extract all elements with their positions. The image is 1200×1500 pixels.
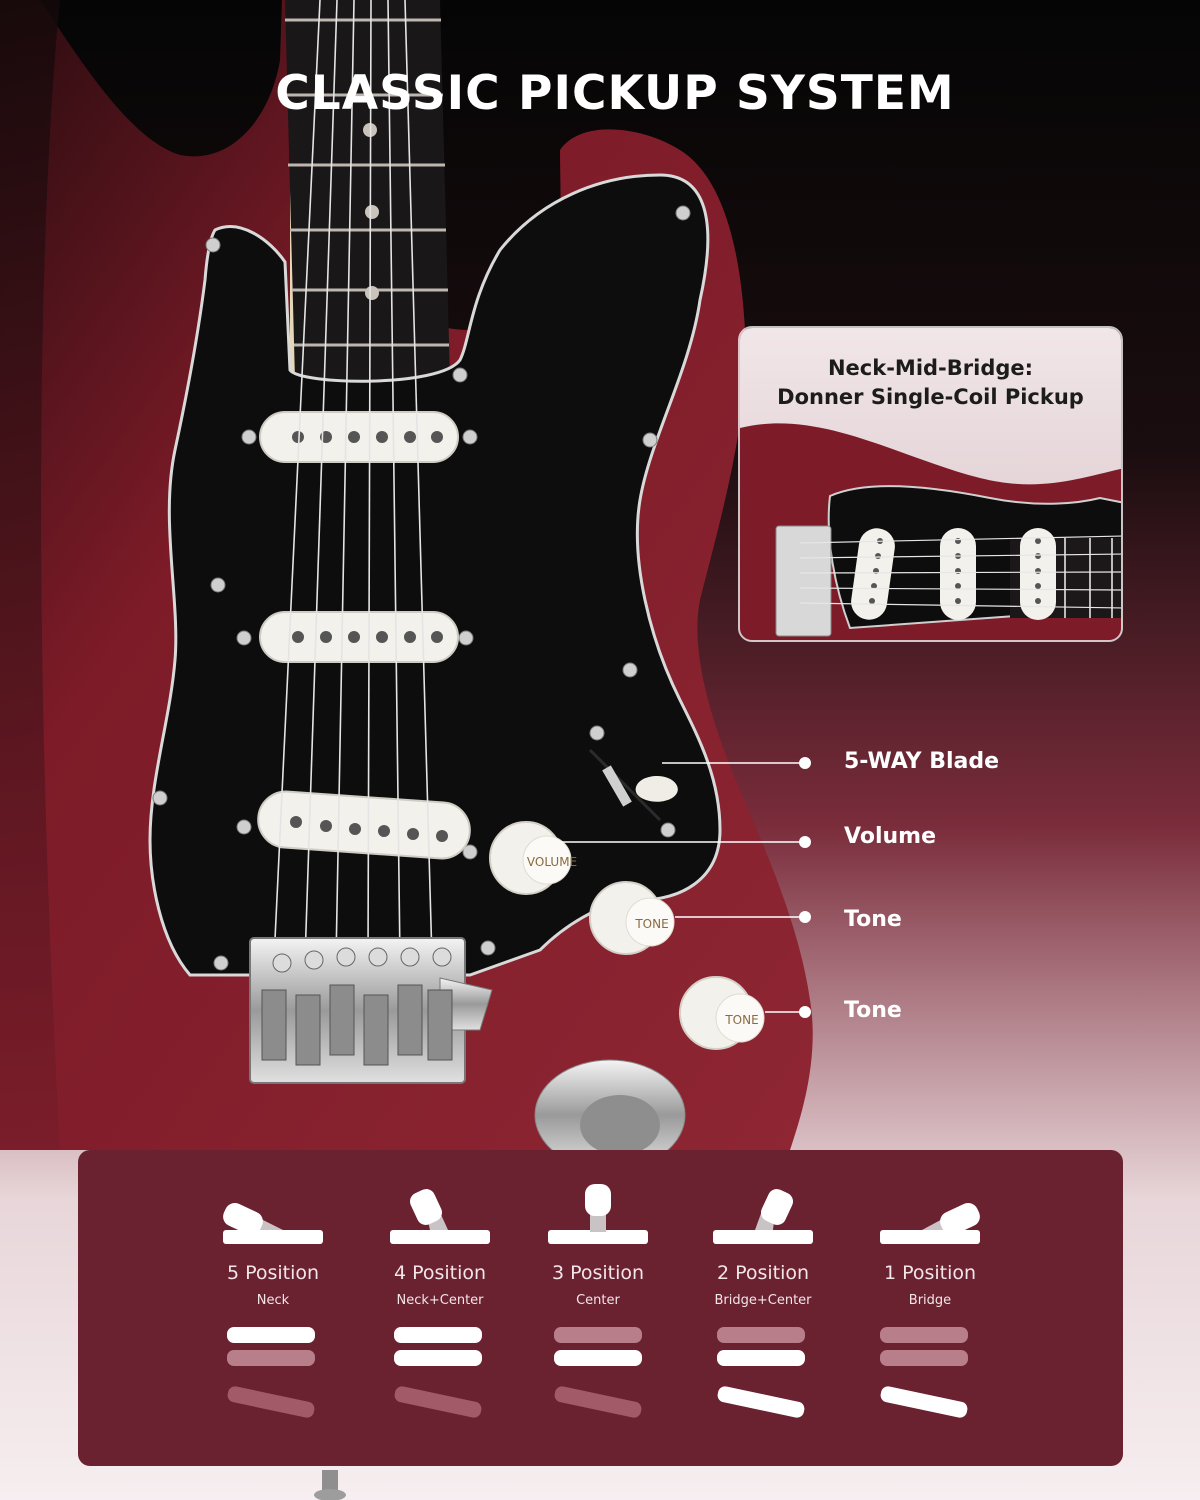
inset-illustration: [740, 328, 1121, 640]
position-title: 1 Position: [883, 1262, 977, 1284]
knob-label-volume: VOLUME: [527, 855, 577, 869]
position-subtitle: Center: [576, 1293, 620, 1308]
page-title: CLASSIC PICKUP SYSTEM: [275, 66, 955, 121]
position-5: 5 Position Neck: [173, 1150, 373, 1466]
switch-position-icon: [713, 1189, 813, 1244]
position-subtitle: Bridge: [908, 1293, 952, 1308]
callout-label-tone-1: Tone: [844, 907, 902, 932]
position-4: 4 Position Neck+Center: [340, 1150, 540, 1466]
inset-title-line2: Donner Single-Coil Pickup: [777, 385, 1084, 409]
position-subtitle: Neck+Center: [396, 1293, 484, 1308]
knob-label-tone-2: TONE: [724, 1013, 758, 1027]
knob-label-tone-1: TONE: [634, 917, 668, 931]
switch-positions-panel: 5 Position Neck 4 Position Neck+Center 3…: [78, 1150, 1123, 1466]
switch-position-icon: [390, 1189, 490, 1244]
switch-position-icon: [880, 1202, 980, 1244]
inset-title: Neck-Mid-Bridge: Donner Single-Coil Pick…: [740, 354, 1121, 412]
pickup-indicator: [394, 1327, 482, 1418]
position-title: 2 Position: [716, 1262, 810, 1284]
pickup-indicator: [880, 1327, 968, 1418]
position-title: 4 Position: [393, 1262, 487, 1284]
position-subtitle: Bridge+Center: [714, 1293, 812, 1308]
callout-dot-blade: [799, 757, 811, 769]
pickup-indicator: [554, 1327, 642, 1418]
pickup-indicator: [227, 1327, 315, 1418]
position-title: 3 Position: [551, 1262, 645, 1284]
position-subtitle: Neck: [256, 1293, 290, 1308]
position-3: 3 Position Center: [498, 1150, 698, 1466]
callout-label-tone-2: Tone: [844, 998, 902, 1023]
callout-label-volume: Volume: [844, 824, 936, 849]
inset-title-line1: Neck-Mid-Bridge:: [827, 356, 1034, 380]
switch-position-icon: [223, 1202, 323, 1244]
callout-dot-volume: [799, 836, 811, 848]
callout-label-blade: 5-WAY Blade: [844, 749, 1000, 774]
position-1: 1 Position Bridge: [830, 1150, 1030, 1466]
pickup-inset: Neck-Mid-Bridge: Donner Single-Coil Pick…: [738, 326, 1123, 642]
position-title: 5 Position: [226, 1262, 320, 1284]
callout-dot-tone-2: [799, 1006, 811, 1018]
callout-dot-tone-1: [799, 911, 811, 923]
position-2: 2 Position Bridge+Center: [663, 1150, 863, 1466]
switch-position-icon: [548, 1184, 648, 1244]
pickup-indicator: [717, 1327, 805, 1418]
